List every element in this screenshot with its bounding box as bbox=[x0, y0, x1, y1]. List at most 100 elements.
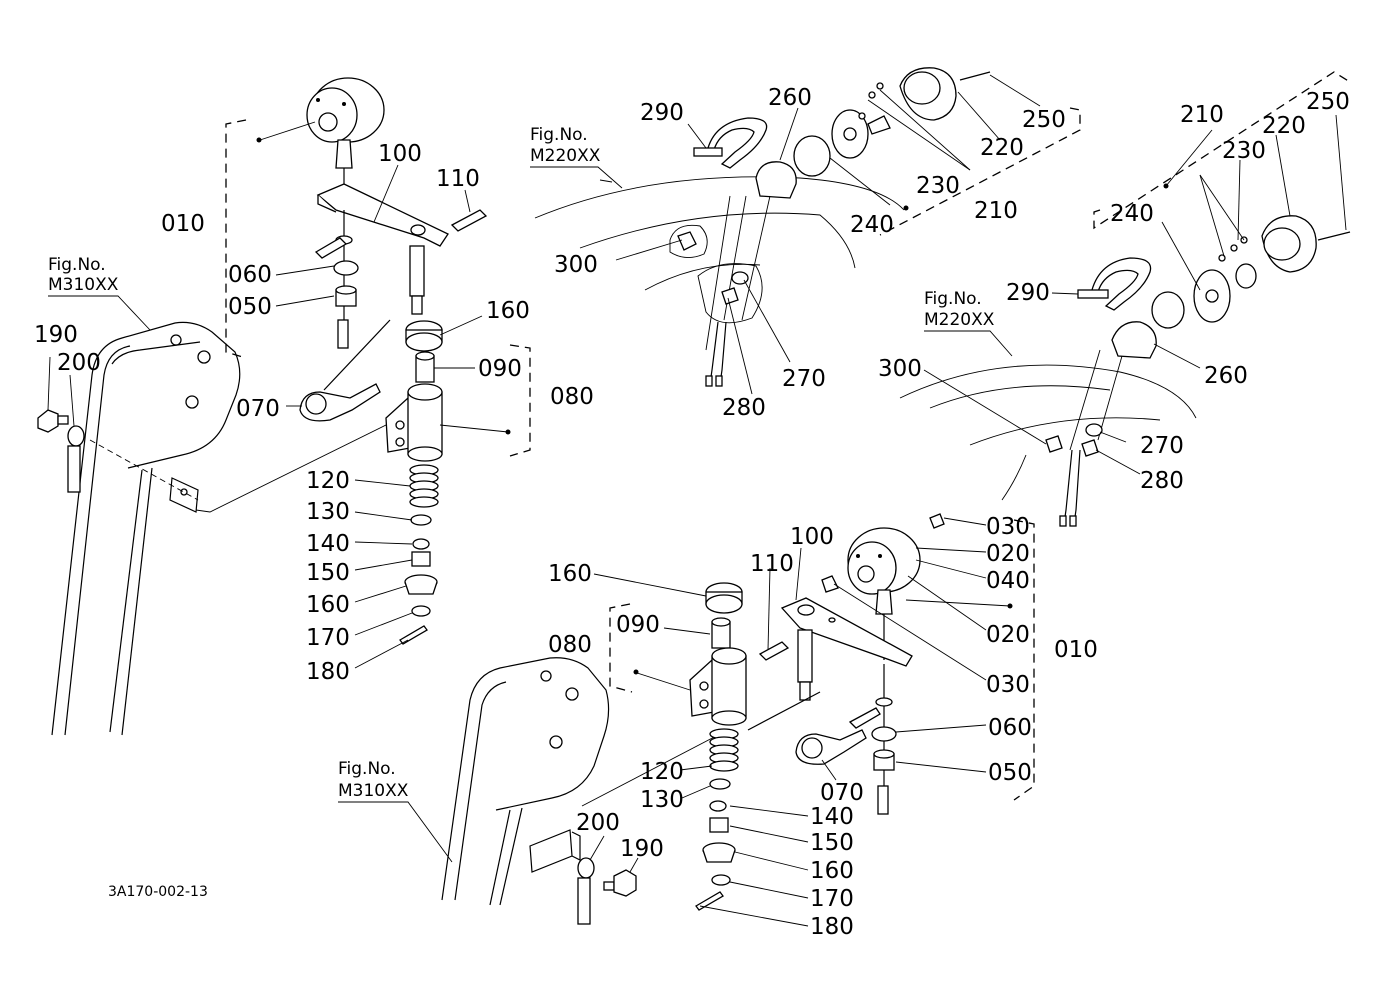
label-280-top: 280 bbox=[722, 395, 766, 421]
label-170: 170 bbox=[306, 625, 350, 651]
left-nuts bbox=[314, 235, 359, 349]
label-150-bottom: 150 bbox=[810, 830, 854, 856]
label-170-bottom: 170 bbox=[810, 886, 854, 912]
label-030b: 030 bbox=[986, 672, 1030, 698]
right-leaders bbox=[923, 114, 1347, 475]
fig-ref-m220-right-line2: M220XX bbox=[924, 310, 995, 330]
label-210-right: 210 bbox=[1180, 102, 1224, 128]
label-230-right: 230 bbox=[1222, 138, 1266, 164]
left-work-lamp bbox=[306, 77, 385, 195]
label-190: 190 bbox=[34, 322, 78, 348]
label-190-bottom: 190 bbox=[620, 836, 664, 862]
fig-ref-m220-top-line1: Fig.No. bbox=[530, 125, 588, 145]
bottom-clamp-070 bbox=[747, 691, 867, 765]
label-060: 060 bbox=[228, 262, 272, 288]
label-180-bottom: 180 bbox=[810, 914, 854, 940]
label-110-bottom: 110 bbox=[750, 551, 794, 577]
label-160-bottom: 160 bbox=[548, 561, 592, 587]
right-group-210-bracket bbox=[1093, 71, 1351, 230]
fig-ref-m310-left-line1: Fig.No. bbox=[48, 255, 106, 275]
label-250-right: 250 bbox=[1306, 89, 1350, 115]
bottom-pin-110 bbox=[758, 641, 790, 661]
label-100-bottom: 100 bbox=[790, 524, 834, 550]
label-090-bottom: 090 bbox=[616, 612, 660, 638]
label-050-bottom: 050 bbox=[988, 760, 1032, 786]
left-pin-110 bbox=[450, 209, 488, 232]
label-010: 010 bbox=[161, 211, 205, 237]
left-bracket-100 bbox=[316, 183, 449, 345]
label-020a: 020 bbox=[986, 541, 1030, 567]
top-group-210-bracket bbox=[879, 107, 1081, 236]
strap-200 bbox=[67, 425, 85, 493]
fig-ref-m220-right-line1: Fig.No. bbox=[924, 289, 982, 309]
label-180: 180 bbox=[306, 659, 350, 685]
label-270-top: 270 bbox=[782, 366, 826, 392]
label-240-right: 240 bbox=[1110, 201, 1154, 227]
bottom-stack bbox=[689, 582, 747, 726]
drawing-code: 3A170-002-13 bbox=[108, 884, 208, 900]
bottom-work-lamp bbox=[821, 513, 945, 660]
bottom-frame-bracket bbox=[441, 657, 721, 906]
label-120: 120 bbox=[306, 468, 350, 494]
label-010-bottom: 010 bbox=[1054, 637, 1098, 663]
label-230-top: 230 bbox=[916, 173, 960, 199]
left-clamp-070 bbox=[299, 319, 391, 422]
label-260-right: 260 bbox=[1204, 363, 1248, 389]
bottom-group-080-bracket bbox=[609, 603, 633, 693]
label-290-right: 290 bbox=[1006, 280, 1050, 306]
label-090: 090 bbox=[478, 356, 522, 382]
label-070-bottom: 070 bbox=[820, 780, 864, 806]
label-290-top: 290 bbox=[640, 100, 684, 126]
left-leaders bbox=[47, 121, 511, 669]
bottom-bolt-190 bbox=[603, 869, 637, 897]
label-210-top: 210 bbox=[974, 198, 1018, 224]
bottom-spring-and-washers bbox=[695, 728, 739, 911]
label-040: 040 bbox=[986, 568, 1030, 594]
label-050: 050 bbox=[228, 294, 272, 320]
label-160b-bottom: 160 bbox=[810, 858, 854, 884]
label-250-top: 250 bbox=[1022, 107, 1066, 133]
label-080-bottom: 080 bbox=[548, 632, 592, 658]
bottom-bracket-100 bbox=[780, 597, 913, 790]
label-160: 160 bbox=[486, 298, 530, 324]
left-frame-bracket bbox=[51, 321, 393, 736]
label-200-bottom: 200 bbox=[576, 810, 620, 836]
left-group-010-bracket bbox=[225, 119, 247, 359]
label-060-bottom: 060 bbox=[988, 715, 1032, 741]
label-110: 110 bbox=[436, 166, 480, 192]
label-300-right: 300 bbox=[878, 356, 922, 382]
left-assembly: 010 060 050 100 110 160 090 080 070 120 … bbox=[34, 77, 594, 736]
label-140-bottom: 140 bbox=[810, 804, 854, 830]
label-220-top: 220 bbox=[980, 135, 1024, 161]
label-030a: 030 bbox=[986, 514, 1030, 540]
label-100: 100 bbox=[378, 141, 422, 167]
label-270-right: 270 bbox=[1140, 433, 1184, 459]
bottom-group-010-bracket bbox=[1013, 519, 1035, 801]
fig-ref-m310-bottom-line2: M310XX bbox=[338, 781, 409, 801]
label-020b: 020 bbox=[986, 622, 1030, 648]
fig-ref-m220-top-line2: M220XX bbox=[530, 146, 601, 166]
bottom-strap-200 bbox=[577, 857, 595, 925]
top-leaders bbox=[615, 74, 1041, 395]
label-280-right: 280 bbox=[1140, 468, 1184, 494]
left-spring-and-washers bbox=[399, 464, 439, 645]
label-150: 150 bbox=[306, 560, 350, 586]
bottom-leaders bbox=[589, 517, 1013, 927]
label-220-right: 220 bbox=[1262, 113, 1306, 139]
label-200: 200 bbox=[57, 350, 101, 376]
label-300-top: 300 bbox=[554, 252, 598, 278]
label-080: 080 bbox=[550, 384, 594, 410]
fig-ref-m310-bottom-line1: Fig.No. bbox=[338, 759, 396, 779]
right-lamp-assembly: Fig.No. M220XX bbox=[878, 71, 1351, 527]
label-130: 130 bbox=[306, 499, 350, 525]
bottom-assembly: 030 020 040 020 010 030 100 110 160 090 … bbox=[338, 513, 1098, 940]
bottom-nuts bbox=[848, 697, 897, 815]
label-140: 140 bbox=[306, 531, 350, 557]
label-160b: 160 bbox=[306, 592, 350, 618]
label-070: 070 bbox=[236, 396, 280, 422]
label-130-bottom: 130 bbox=[640, 787, 684, 813]
label-260-top: 260 bbox=[768, 85, 812, 111]
label-240-top: 240 bbox=[850, 212, 894, 238]
fig-ref-m310-left-line2: M310XX bbox=[48, 275, 119, 295]
